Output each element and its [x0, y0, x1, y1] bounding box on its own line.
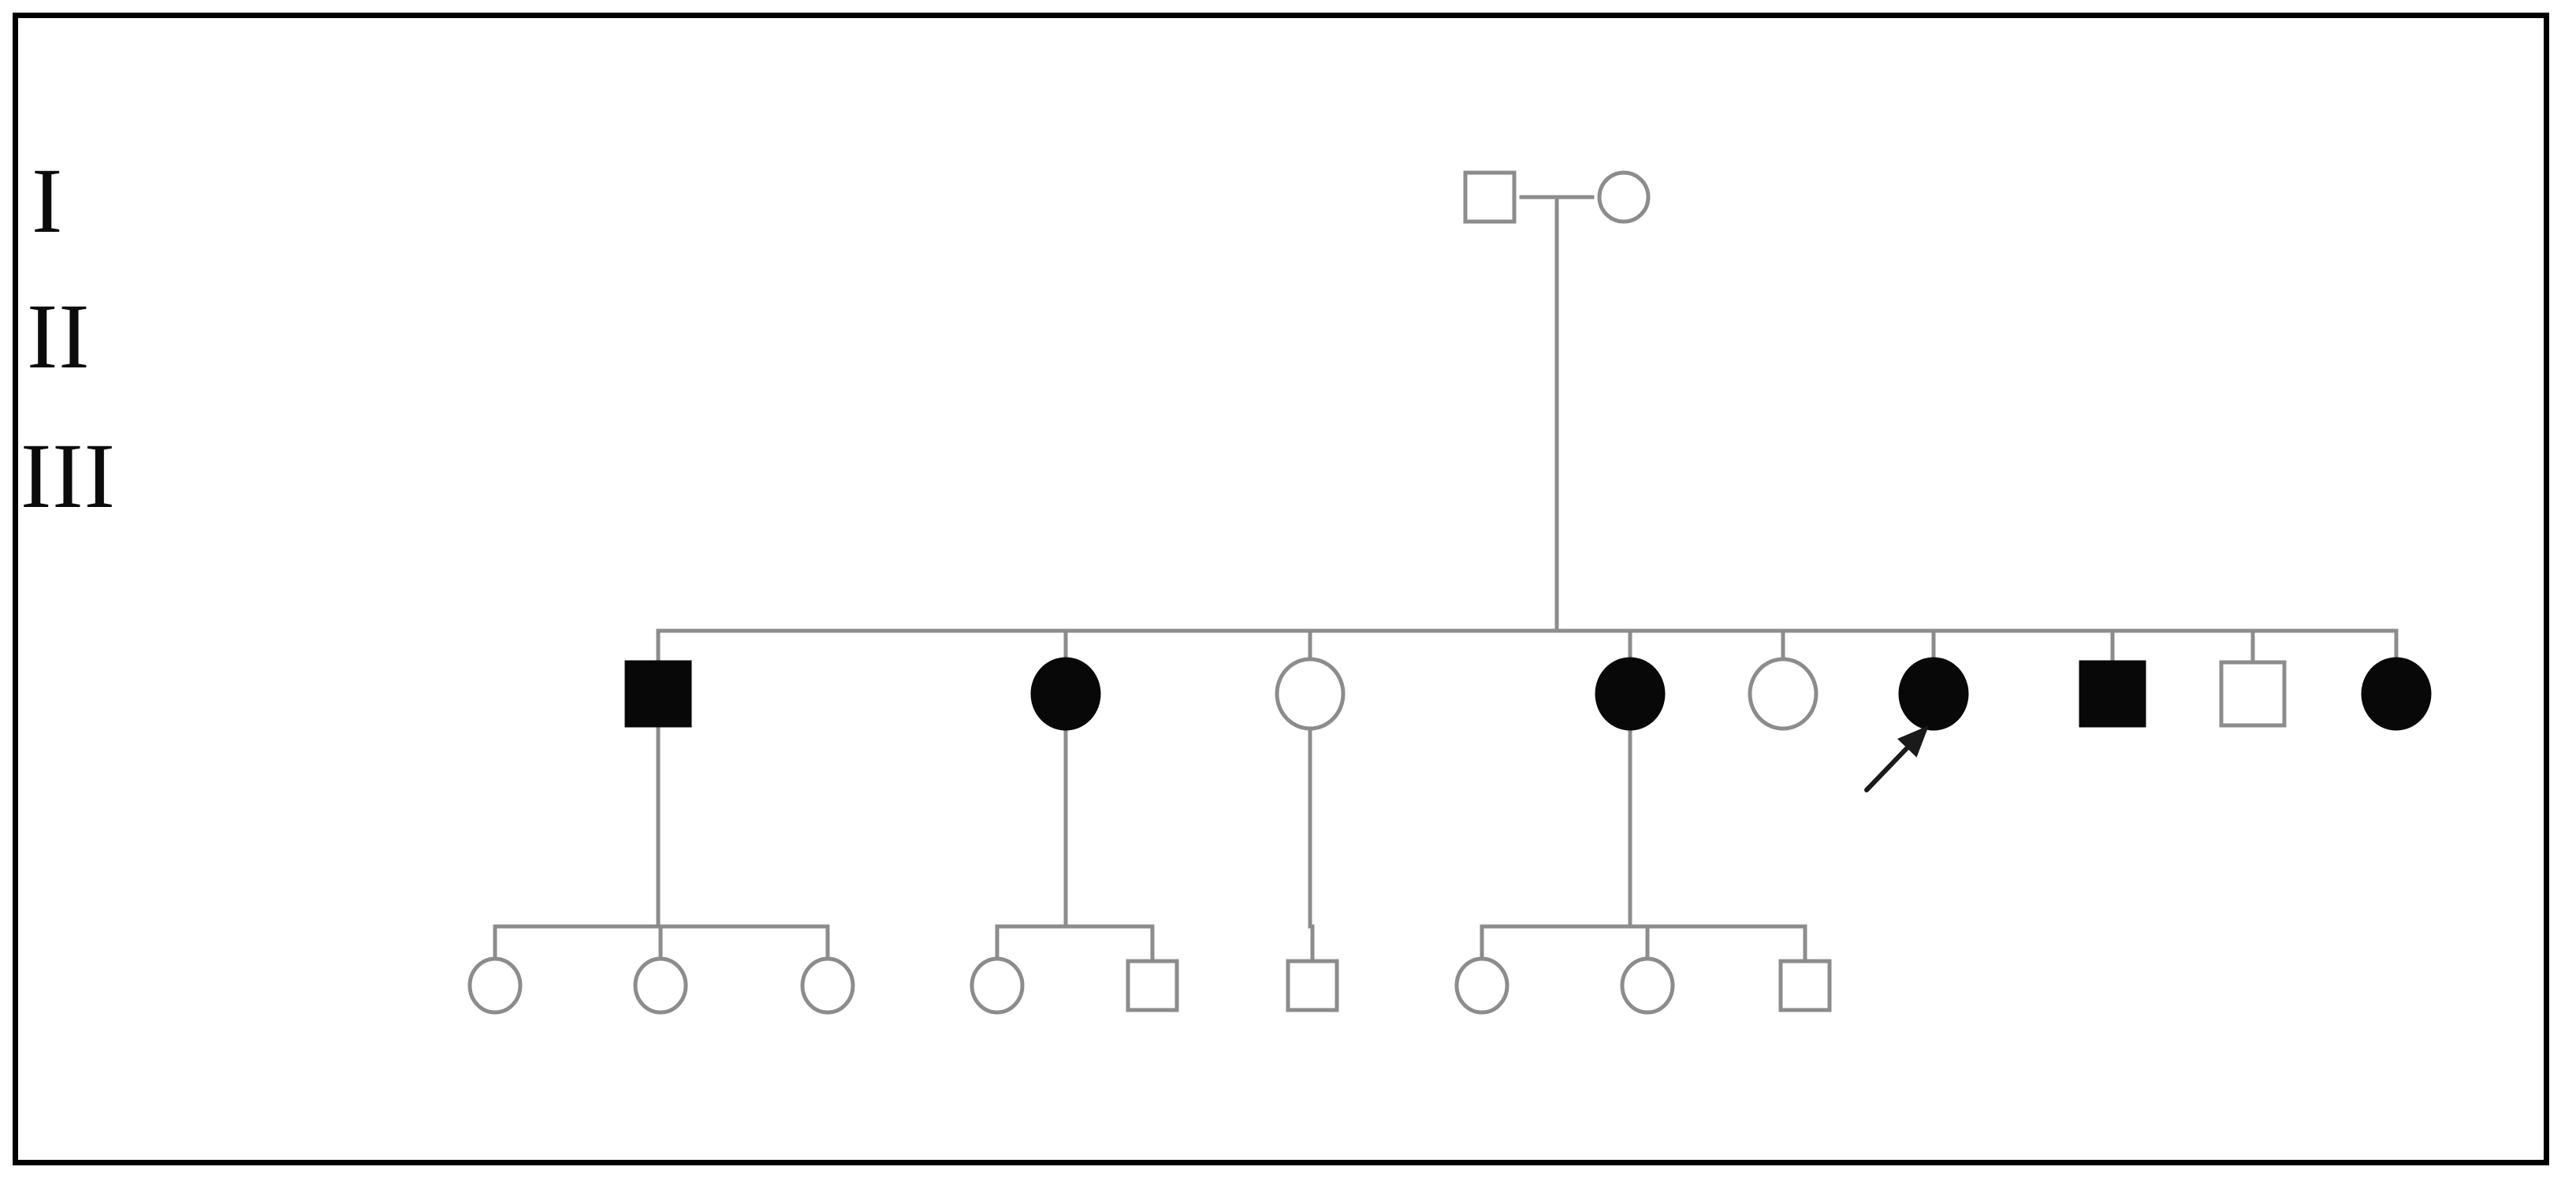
individual-III-1-unaffected-female[interactable] — [467, 956, 523, 1015]
individual-I-1-unaffected-male[interactable] — [1463, 170, 1517, 224]
individual-II-4-affected-female[interactable] — [1595, 657, 1666, 731]
generation-label-i: I — [32, 149, 64, 252]
individual-II-2-affected-female[interactable] — [1030, 657, 1101, 731]
proband-arrow-layer — [1864, 725, 1929, 792]
individual-symbols — [467, 170, 2432, 1015]
individual-II-3-unaffected-female[interactable] — [1275, 657, 1346, 731]
individual-II-5-unaffected-female[interactable] — [1748, 657, 1818, 731]
individual-III-7-unaffected-female[interactable] — [1454, 956, 1509, 1015]
individual-II-1-affected-male[interactable] — [624, 660, 692, 728]
generation-label-ii: II — [27, 285, 91, 388]
individual-III-5-unaffected-male[interactable] — [1126, 959, 1179, 1012]
individual-III-3-unaffected-female[interactable] — [800, 956, 855, 1015]
individual-III-4-unaffected-female[interactable] — [970, 956, 1025, 1015]
proband-arrow-head — [1897, 725, 1929, 758]
individual-III-8-unaffected-female[interactable] — [1620, 956, 1675, 1015]
individual-I-2-unaffected-female[interactable] — [1597, 170, 1651, 224]
figure-border — [13, 13, 2549, 1165]
individual-III-9-unaffected-male[interactable] — [1778, 959, 1832, 1012]
individual-III-6-unaffected-male[interactable] — [1286, 959, 1339, 1012]
individual-II-7-affected-male[interactable] — [2079, 660, 2146, 728]
connector-lines — [493, 195, 2399, 964]
individual-III-2-unaffected-female[interactable] — [633, 956, 688, 1015]
individual-II-6-affected-female[interactable] — [1898, 657, 1969, 731]
generation-label-iii: III — [20, 424, 116, 527]
individual-II-8-unaffected-male[interactable] — [2219, 660, 2287, 728]
individual-II-9-affected-female[interactable] — [2361, 657, 2432, 731]
